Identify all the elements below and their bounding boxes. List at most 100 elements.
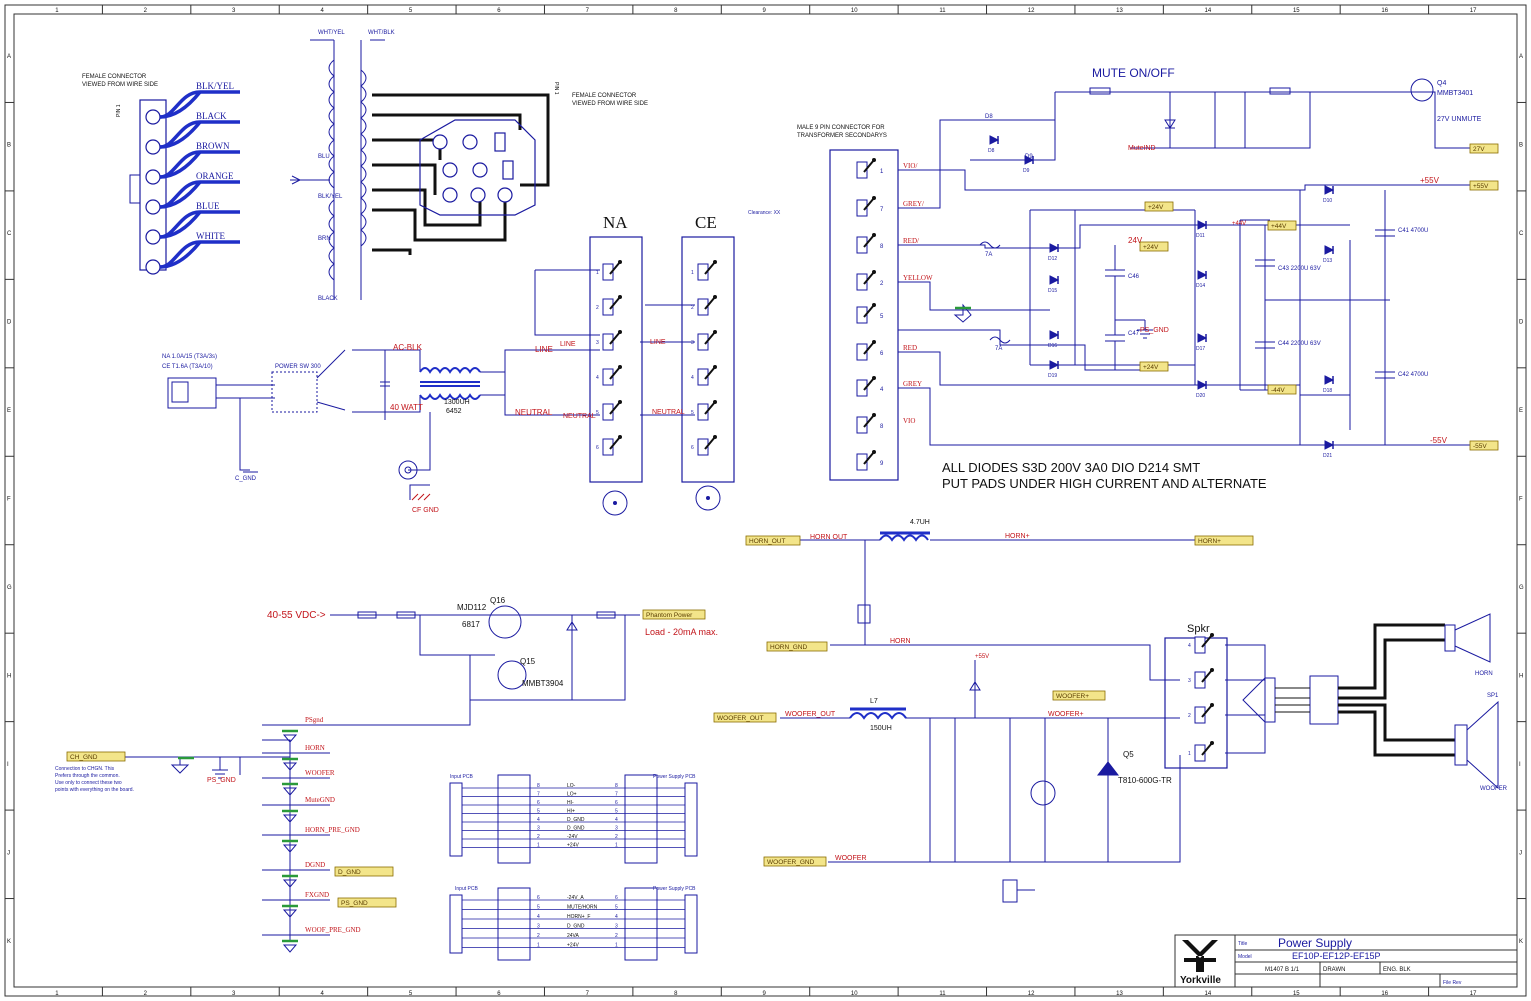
title-label: Title	[1238, 941, 1247, 947]
sp1-label: SP1	[1487, 693, 1499, 699]
title-text: Power Supply	[1278, 936, 1352, 950]
net-tag: CH_GND	[66, 751, 126, 762]
ribbon-signal: LO-	[567, 783, 576, 789]
male-connector-pin	[856, 161, 868, 179]
svg-text:7: 7	[615, 792, 618, 798]
transformer: WHT/YEL WHT/BLK BLU BLK/YEL BRN BLACK FE…	[290, 30, 648, 302]
col-marker-top: 16	[1381, 8, 1388, 14]
svg-text:Connection to CHGN. This: Connection to CHGN. This	[55, 766, 115, 772]
transformer-connector-pin	[462, 134, 478, 150]
svg-text:points with everything on the: points with everything on the board.	[55, 787, 134, 793]
net-tag: 27V	[1469, 143, 1499, 154]
svg-text:6: 6	[537, 895, 540, 901]
svg-text:C47: C47	[1128, 331, 1140, 337]
col-marker-top: 1	[55, 8, 59, 14]
male-pin-net: RED	[903, 344, 917, 352]
woofer-speaker-label: WOOFER	[1480, 786, 1508, 792]
wire-color-label: ORANGE	[196, 171, 234, 181]
ce-title: CE	[695, 213, 717, 232]
spkr-connector-pin	[1194, 671, 1206, 689]
svg-text:PS_GND: PS_GND	[1140, 327, 1169, 334]
col-marker-bottom: 5	[409, 991, 413, 997]
male-secondary-connector: MALE 9 PIN CONNECTOR FOR TRANSFORMER SEC…	[797, 125, 933, 481]
col-marker-bottom: 7	[586, 991, 590, 997]
svg-text:+44V: +44V	[1271, 223, 1287, 230]
col-marker-bottom: 11	[939, 991, 946, 997]
ribbon-signal: -24V_A	[567, 895, 584, 901]
ribbon-signal: 24VA	[567, 933, 580, 939]
net-tag: +24V	[1139, 241, 1169, 252]
net-tag: WOOFER_GND	[763, 856, 827, 867]
svg-text:HORN+: HORN+	[1198, 538, 1221, 545]
title-block: Yorkville Title Power Supply Model EF10P…	[1174, 934, 1518, 988]
svg-text:4: 4	[615, 817, 618, 823]
row-marker-right: J	[1519, 850, 1522, 856]
left-connector-title-1: FEMALE CONNECTOR	[82, 74, 147, 80]
right-connector-title-2: VIEWED FROM WIRE SIDE	[572, 101, 648, 107]
svg-text:D8: D8	[985, 114, 993, 120]
na-connector-pin	[602, 368, 614, 386]
horn-net: HORN	[890, 638, 911, 645]
svg-text:D_GND: D_GND	[338, 869, 361, 876]
ce-connector-pin	[697, 263, 709, 281]
svg-text:BRN: BRN	[318, 236, 331, 242]
svg-text:D19: D19	[1048, 373, 1057, 379]
svg-text:D17: D17	[1196, 346, 1205, 352]
male-connector-pin	[856, 273, 868, 291]
svg-text:5: 5	[615, 905, 618, 911]
wire-color-label: BLACK	[196, 111, 227, 121]
file-rev-label: File Rev	[1443, 980, 1462, 986]
mjd112-label: MJD112	[457, 603, 487, 612]
spkr-connector-pin	[1194, 706, 1206, 724]
row-marker-left: F	[7, 497, 11, 503]
ground-net-label: DGND	[305, 861, 325, 869]
na-connector-pin	[602, 298, 614, 316]
transformer-connector-pin	[470, 187, 486, 203]
na-title: NA	[603, 213, 628, 232]
svg-text:WHT/YEL: WHT/YEL	[318, 30, 345, 36]
svg-text:2: 2	[615, 933, 618, 939]
svg-text:NA 1.0A/15 (T3A/3s): NA 1.0A/15 (T3A/3s)	[162, 354, 217, 360]
left-connector-pin	[145, 169, 161, 185]
svg-text:2: 2	[537, 933, 540, 939]
col-marker-bottom: 4	[320, 991, 324, 997]
wooferp-net: WOOFER+	[1048, 711, 1084, 718]
svg-text:1: 1	[615, 943, 618, 949]
svg-text:5: 5	[537, 905, 540, 911]
svg-text:1: 1	[880, 169, 884, 175]
col-marker-bottom: 12	[1028, 991, 1035, 997]
svg-text:BLU: BLU	[318, 154, 330, 160]
frame-outer	[4, 4, 1527, 997]
ground-net-label: WOOFER	[305, 769, 335, 777]
male-pin-net: GREY	[903, 380, 922, 388]
col-marker-top: 6	[497, 8, 501, 14]
row-marker-right: H	[1519, 673, 1523, 679]
q5-label: Q5	[1123, 750, 1134, 759]
ce-connector-pin	[697, 333, 709, 351]
svg-text:D20: D20	[1196, 393, 1205, 399]
svg-text:Input PCB: Input PCB	[455, 886, 478, 892]
spkr-title: Spkr	[1187, 623, 1210, 635]
svg-text:1: 1	[1188, 751, 1191, 757]
left-connector-pin	[145, 259, 161, 275]
male-connector-pin	[856, 199, 868, 217]
q4-pn: MMBT3401	[1437, 90, 1473, 97]
row-marker-right: F	[1519, 497, 1523, 503]
spkr-connector-pin	[1194, 636, 1206, 654]
svg-text:D9: D9	[1023, 168, 1030, 174]
col-marker-bottom: 6	[497, 991, 501, 997]
net-tag: +24V	[1139, 361, 1169, 372]
cf-gnd-label: CF GND	[412, 507, 439, 514]
col-marker-bottom: 9	[763, 991, 767, 997]
ground-net-label: WOOF_PRE_GND	[305, 926, 361, 934]
horn-speaker-label: HORN	[1475, 671, 1493, 677]
male-connector-pin	[856, 453, 868, 471]
svg-text:1: 1	[615, 843, 618, 849]
svg-text:5: 5	[880, 314, 884, 320]
svg-text:Clearance: XX: Clearance: XX	[748, 210, 781, 216]
svg-text:3: 3	[596, 340, 599, 346]
svg-text:4: 4	[596, 375, 599, 381]
q5-pn: T810-600G-TR	[1118, 776, 1172, 785]
